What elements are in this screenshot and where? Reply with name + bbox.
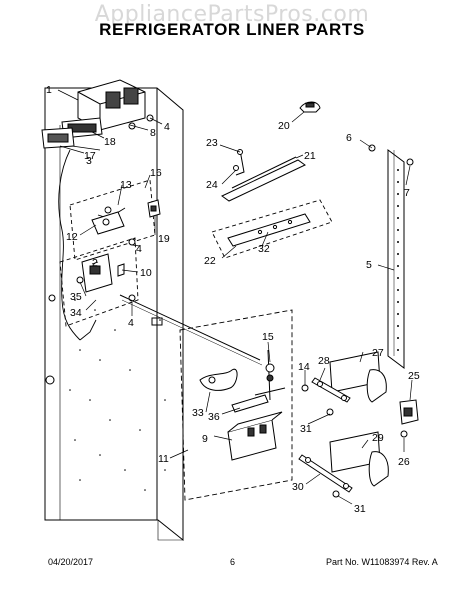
screw-31a [326,408,334,416]
callout-8: 8 [150,127,156,139]
callout-22: 22 [204,255,216,267]
callout-6: 6 [346,132,352,144]
shelf-rail-21 [221,149,306,202]
callout-16: 16 [150,167,162,179]
vent-grille [41,117,103,149]
callout-7: 7 [404,187,410,199]
slide-rail-30 [298,454,353,498]
wire-coil-33 [199,368,238,391]
callout-31: 31 [300,423,312,435]
lower-assembly-group [179,309,293,501]
screws [128,122,136,302]
callout-4c: 4 [128,317,134,329]
callout-18: 18 [104,136,116,148]
cap-20 [299,101,321,113]
callout-31b: 31 [354,503,366,515]
drawer-slide-29 [329,431,389,487]
callout-20: 20 [278,120,290,132]
pan-9 [227,411,283,461]
callout-13: 13 [120,179,132,191]
drawer-slide-27 [329,351,387,403]
callout-10: 10 [140,267,152,279]
callout-14: 14 [298,361,310,373]
callout-4: 4 [164,121,170,133]
callout-28: 28 [318,355,330,367]
footer-part-number: Part No. W11083974 Rev. A [326,557,438,567]
callout-25: 25 [408,370,420,382]
heater-15 [254,349,286,401]
callout-5: 5 [366,259,372,271]
light-socket [91,211,125,235]
liner-wall [44,87,184,542]
callout-29: 29 [372,432,384,444]
drain-tube [119,294,263,366]
callout-35: 35 [70,291,82,303]
shelf-group-22 [211,199,333,259]
callout-26: 26 [398,456,410,468]
part-25 [399,399,419,438]
callout-34: 34 [70,307,82,319]
callout-17: 17 [84,150,96,162]
callout-1: 1 [46,84,52,96]
watermark: AppliancePartsPros.com [94,2,370,27]
callout-9: 9 [202,433,208,445]
upper-duct-housing [77,79,154,131]
callout-11: 11 [158,453,169,465]
callout-21: 21 [304,150,316,162]
light-assembly-group [69,179,156,261]
callout-32: 32 [258,243,270,255]
callout-30: 30 [292,481,304,493]
callout-3: 3 [86,155,92,167]
leader-lines [57,89,413,505]
page-title: REFRIGERATOR LINER PARTS [99,20,365,39]
callout-4b: 4 [136,243,142,255]
vertical-rail-5 [368,144,414,369]
callout-15: 15 [262,331,274,343]
clip-part-19 [147,199,161,218]
callout-36: 36 [208,411,220,423]
footer-page-number: 6 [230,557,236,567]
callout-24: 24 [206,179,218,191]
callout-2: 2 [92,257,98,269]
footer-date: 04/20/2017 [48,557,94,567]
callout-33: 33 [192,407,204,419]
callout-19: 19 [158,233,170,245]
control-housing [76,253,125,293]
slide-rail-28 [311,377,351,403]
callout-23: 23 [206,137,218,149]
callout-27: 27 [372,347,384,359]
shelf-cover-32 [227,213,311,247]
callout-12: 12 [66,231,78,243]
control-assembly-group [59,237,139,327]
